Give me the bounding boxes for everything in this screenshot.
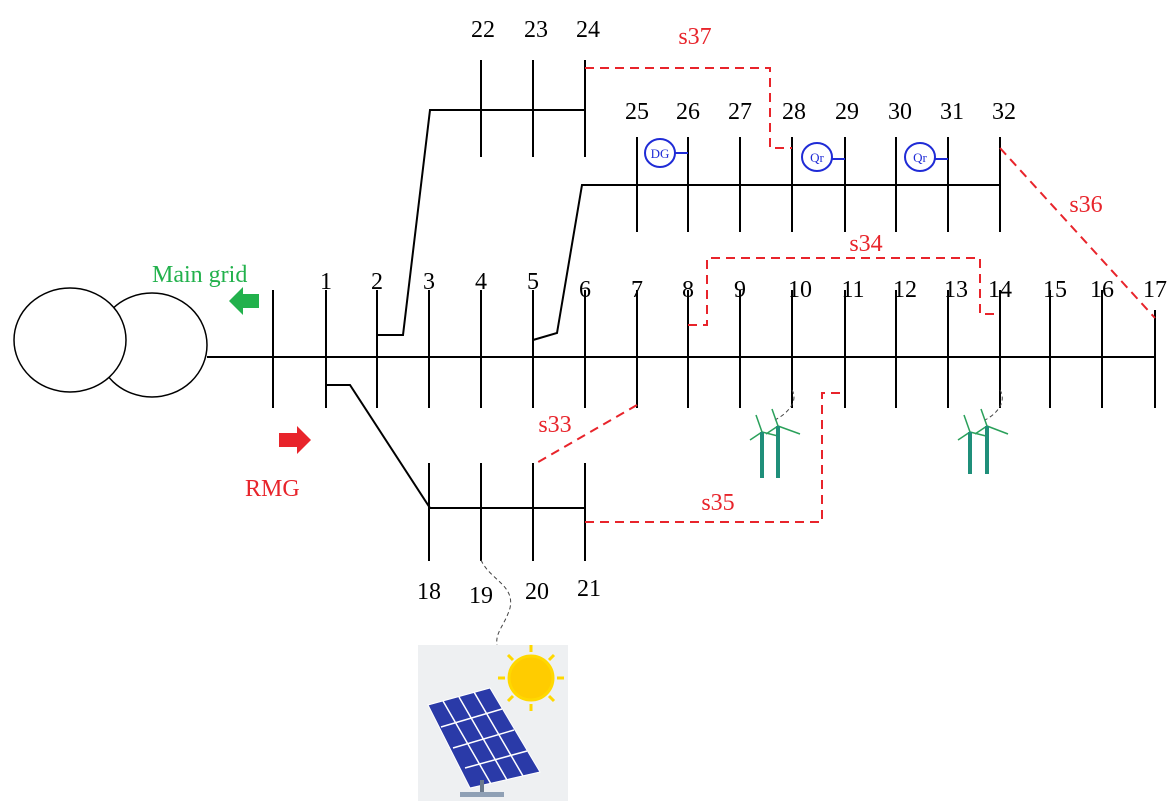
bus-label-18: 18 [417, 579, 441, 605]
bus-label-23: 23 [524, 17, 548, 43]
bus-label-30: 30 [888, 99, 912, 125]
branch-25-32 [532, 137, 1001, 341]
qr-label-29: Qr [810, 150, 824, 165]
bus-label-5: 5 [527, 269, 539, 295]
bus-label-21: 21 [577, 576, 601, 602]
bus-label-32: 32 [992, 99, 1016, 125]
bus-label-12: 12 [893, 277, 917, 303]
qr-label-31: Qr [913, 150, 927, 165]
bus-label-20: 20 [525, 579, 549, 605]
bus-label-11: 11 [841, 277, 864, 303]
wind-turbine-icon [957, 408, 1009, 441]
tie-switch-label-s35: s35 [701, 490, 734, 516]
tie-line-s34 [688, 257, 1000, 326]
bus-label-31: 31 [940, 99, 964, 125]
bus-label-13: 13 [944, 277, 968, 303]
bus-label-10: 10 [788, 277, 812, 303]
arrow-left-icon [229, 287, 259, 315]
renewable-connectors [480, 389, 1003, 646]
bus-label-3: 3 [423, 269, 435, 295]
bus-label-16: 16 [1090, 277, 1114, 303]
bus-label-2: 2 [371, 269, 383, 295]
bus-label-28: 28 [782, 99, 806, 125]
bus-label-22: 22 [471, 17, 495, 43]
bus-label-24: 24 [576, 17, 600, 43]
bus-label-1: 1 [320, 269, 332, 295]
bus-label-27: 27 [728, 99, 752, 125]
bus-label-25: 25 [625, 99, 649, 125]
tie-line-s36 [999, 147, 1156, 319]
tie-switch-label-s36: s36 [1069, 192, 1102, 218]
arrow-right-icon [279, 426, 311, 454]
sun-icon [498, 645, 564, 711]
bus-label-14: 14 [988, 277, 1012, 303]
tie-line-s35 [585, 392, 845, 523]
bus-label-29: 29 [835, 99, 859, 125]
qr-device-29: Qr [801, 142, 845, 172]
tie-switches [532, 67, 1156, 523]
main-grid-label: Main grid [152, 262, 247, 288]
tie-switch-label-s37: s37 [678, 24, 711, 50]
tie-switch-label-s33: s33 [538, 412, 571, 438]
bus-label-19: 19 [469, 583, 493, 609]
wind-turbine-icon [749, 408, 801, 441]
bus-label-9: 9 [734, 277, 746, 303]
bus-label-15: 15 [1043, 277, 1067, 303]
bus-label-26: 26 [676, 99, 700, 125]
bus-label-4: 4 [475, 269, 487, 295]
tie-switch-label-s34: s34 [849, 231, 882, 257]
bus-label-17: 17 [1143, 277, 1167, 303]
bus-label-8: 8 [682, 277, 694, 303]
branch-22-24 [377, 60, 586, 336]
transformer-icon [13, 287, 208, 398]
dg-label: DG [651, 146, 670, 161]
qr-device-31: Qr [904, 142, 948, 172]
bus-label-7: 7 [631, 277, 643, 303]
branch-18-21 [326, 384, 586, 561]
wind-turbine-towers-10 [760, 426, 780, 478]
bus-label-6: 6 [579, 277, 591, 303]
wind-turbine-towers-14 [968, 426, 989, 474]
tie-line-s37 [585, 67, 792, 149]
rmg-label: RMG [245, 476, 300, 502]
main-feeder [207, 290, 1156, 408]
tie-line-s33 [532, 404, 638, 466]
dg-device: DG [644, 138, 688, 168]
